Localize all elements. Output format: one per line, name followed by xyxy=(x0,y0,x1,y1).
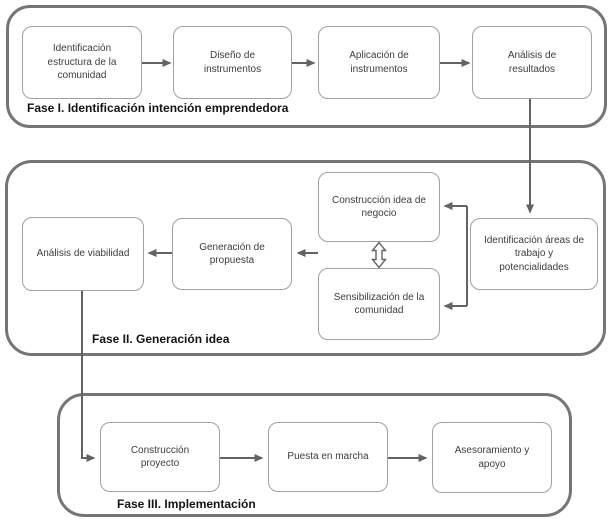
box-sensibilizacion-comunidad: Sensibilización de la comunidad xyxy=(318,268,440,340)
box-puesta-marcha: Puesta en marcha xyxy=(268,422,388,492)
phase-1-label: Fase I. Identificación intención emprend… xyxy=(27,101,289,115)
box-identificacion-areas: Identificación áreas de trabajo y potenc… xyxy=(470,218,598,290)
box-aplicacion-instrumentos: Aplicación de instrumentos xyxy=(318,26,440,99)
phase-3-label: Fase III. Implementación xyxy=(117,497,256,511)
box-construccion-idea: Construcción idea de negocio xyxy=(318,172,440,242)
box-generacion-propuesta: Generación de propuesta xyxy=(172,218,292,290)
box-analisis-resultados: Análisis de resultados xyxy=(472,26,592,99)
box-identificacion-estructura: Identificación estructura de la comunida… xyxy=(22,26,142,99)
phase-3-container xyxy=(57,393,572,517)
box-asesoramiento-apoyo: Asesoramiento y apoyo xyxy=(432,422,552,493)
phase-1-container xyxy=(6,5,607,128)
phase-2-label: Fase II. Generación idea xyxy=(92,332,230,346)
box-construccion-proyecto: Construcción proyecto xyxy=(100,422,220,492)
box-diseno-instrumentos: Diseño de instrumentos xyxy=(173,26,292,99)
phase-2-container xyxy=(5,160,606,356)
box-analisis-viabilidad: Análisis de viabilidad xyxy=(22,217,144,291)
